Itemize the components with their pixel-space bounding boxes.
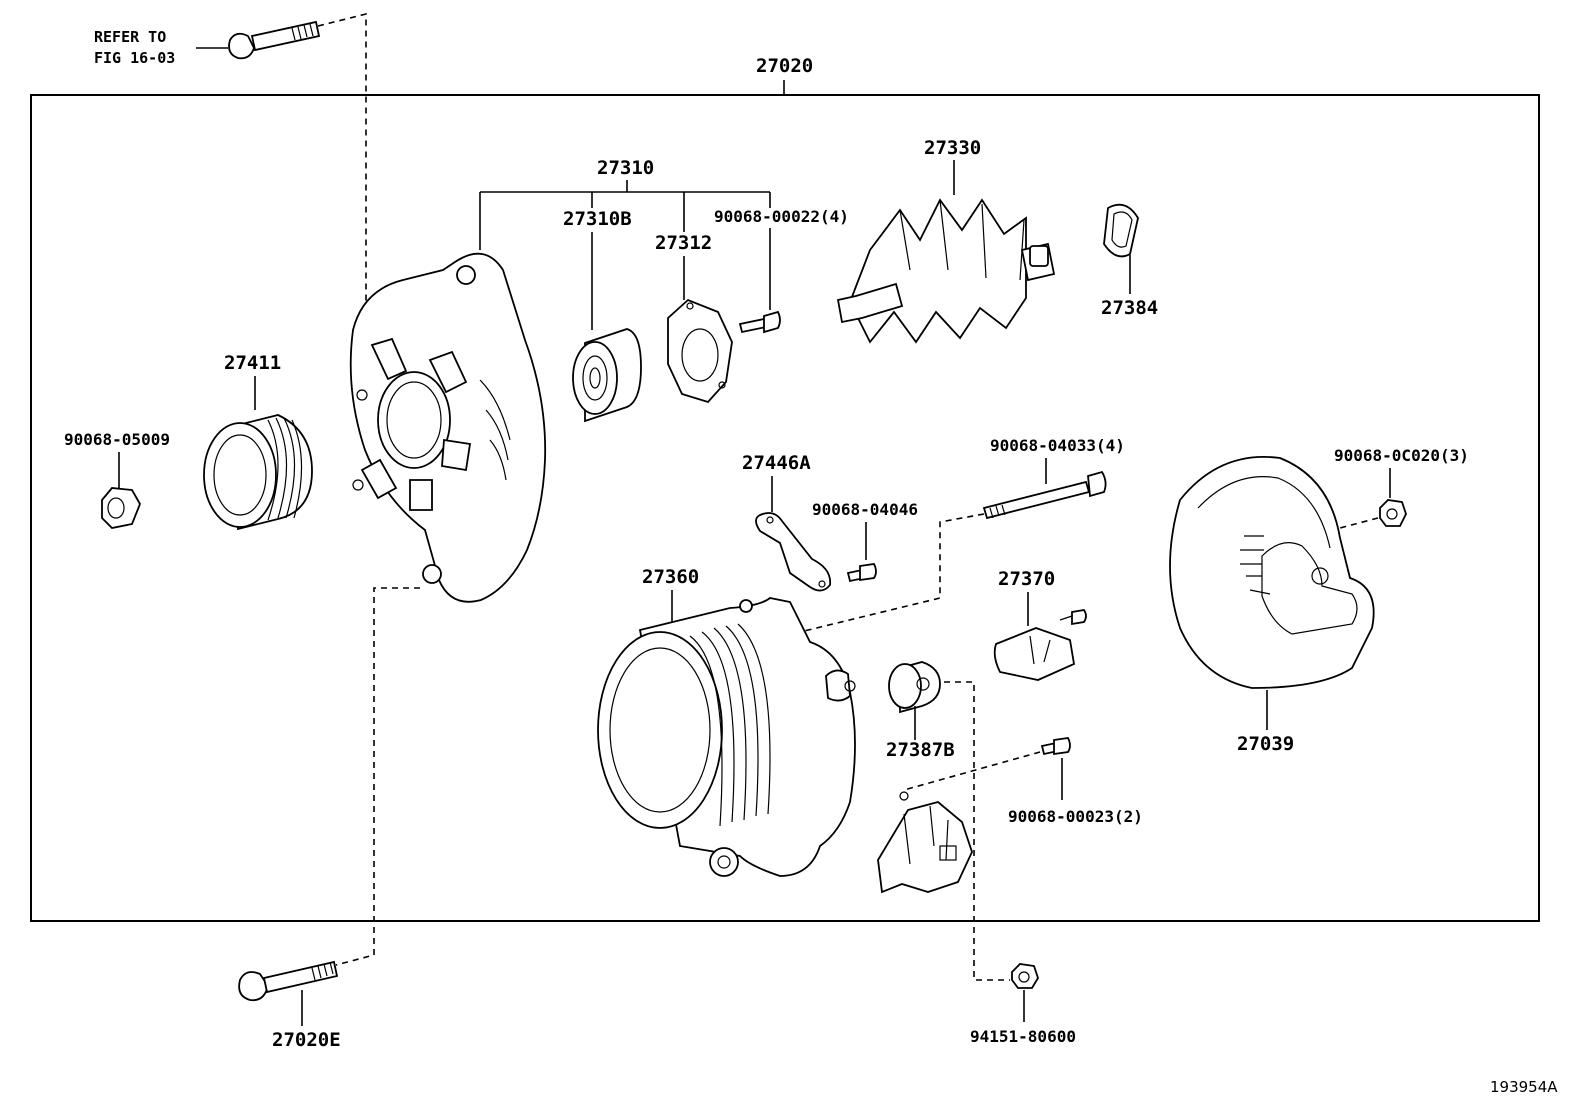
- plate-screw-icon: [846, 563, 877, 583]
- retainer-screw-icon: [738, 310, 781, 334]
- label-27446A: 27446A: [742, 452, 811, 474]
- insulator-icon: [1103, 203, 1139, 258]
- through-bolt-icon: [982, 470, 1107, 520]
- label-27360: 27360: [642, 566, 699, 588]
- label-27310: 27310: [597, 157, 654, 179]
- label-90068-0C020: 90068-0C020(3): [1334, 446, 1469, 465]
- refer-note-line1: REFER TO: [94, 28, 166, 46]
- cover-nut-icon: [1379, 499, 1407, 527]
- top-bolt-icon: [228, 20, 321, 60]
- label-90068-04033: 90068-04033(4): [990, 436, 1125, 455]
- label-90068-00023: 90068-00023(2): [1008, 807, 1143, 826]
- terminal-insulator-icon: [888, 661, 941, 714]
- voltage-regulator-icon: [877, 791, 973, 894]
- assembly-frame: [30, 94, 1540, 922]
- label-27020E: 27020E: [272, 1029, 341, 1051]
- brush-holder-icon: [993, 609, 1087, 681]
- regulator-screw-icon: [1040, 737, 1071, 756]
- label-27020: 27020: [756, 55, 813, 77]
- terminal-nut-icon: [1011, 963, 1039, 989]
- rotor-icon: [836, 198, 1056, 344]
- pulley-nut-icon: [101, 487, 141, 529]
- label-90068-04046: 90068-04046: [812, 500, 918, 519]
- bottom-bolt-icon: [238, 960, 339, 1002]
- pulley-icon: [203, 414, 313, 531]
- bearing-retainer-icon: [667, 298, 733, 404]
- label-27312: 27312: [655, 232, 712, 254]
- label-27039: 27039: [1237, 733, 1294, 755]
- terminal-plate-icon: [755, 512, 832, 592]
- label-27387B: 27387B: [886, 739, 955, 761]
- bearing-icon: [572, 328, 642, 423]
- label-27330: 27330: [924, 137, 981, 159]
- label-27384: 27384: [1101, 297, 1158, 319]
- rear-end-cover-icon: [1169, 456, 1375, 689]
- label-90068-00022: 90068-00022(4): [714, 207, 849, 226]
- label-27370: 27370: [998, 568, 1055, 590]
- drive-end-frame-icon: [349, 252, 547, 603]
- rectifier-end-frame-icon: [597, 597, 856, 877]
- refer-note-line2: FIG 16-03: [94, 49, 175, 67]
- label-27411: 27411: [224, 352, 281, 374]
- label-94151-80600: 94151-80600: [970, 1027, 1076, 1046]
- figure-code: 193954A: [1490, 1078, 1558, 1096]
- label-27310B: 27310B: [563, 208, 632, 230]
- label-90068-05009: 90068-05009: [64, 430, 170, 449]
